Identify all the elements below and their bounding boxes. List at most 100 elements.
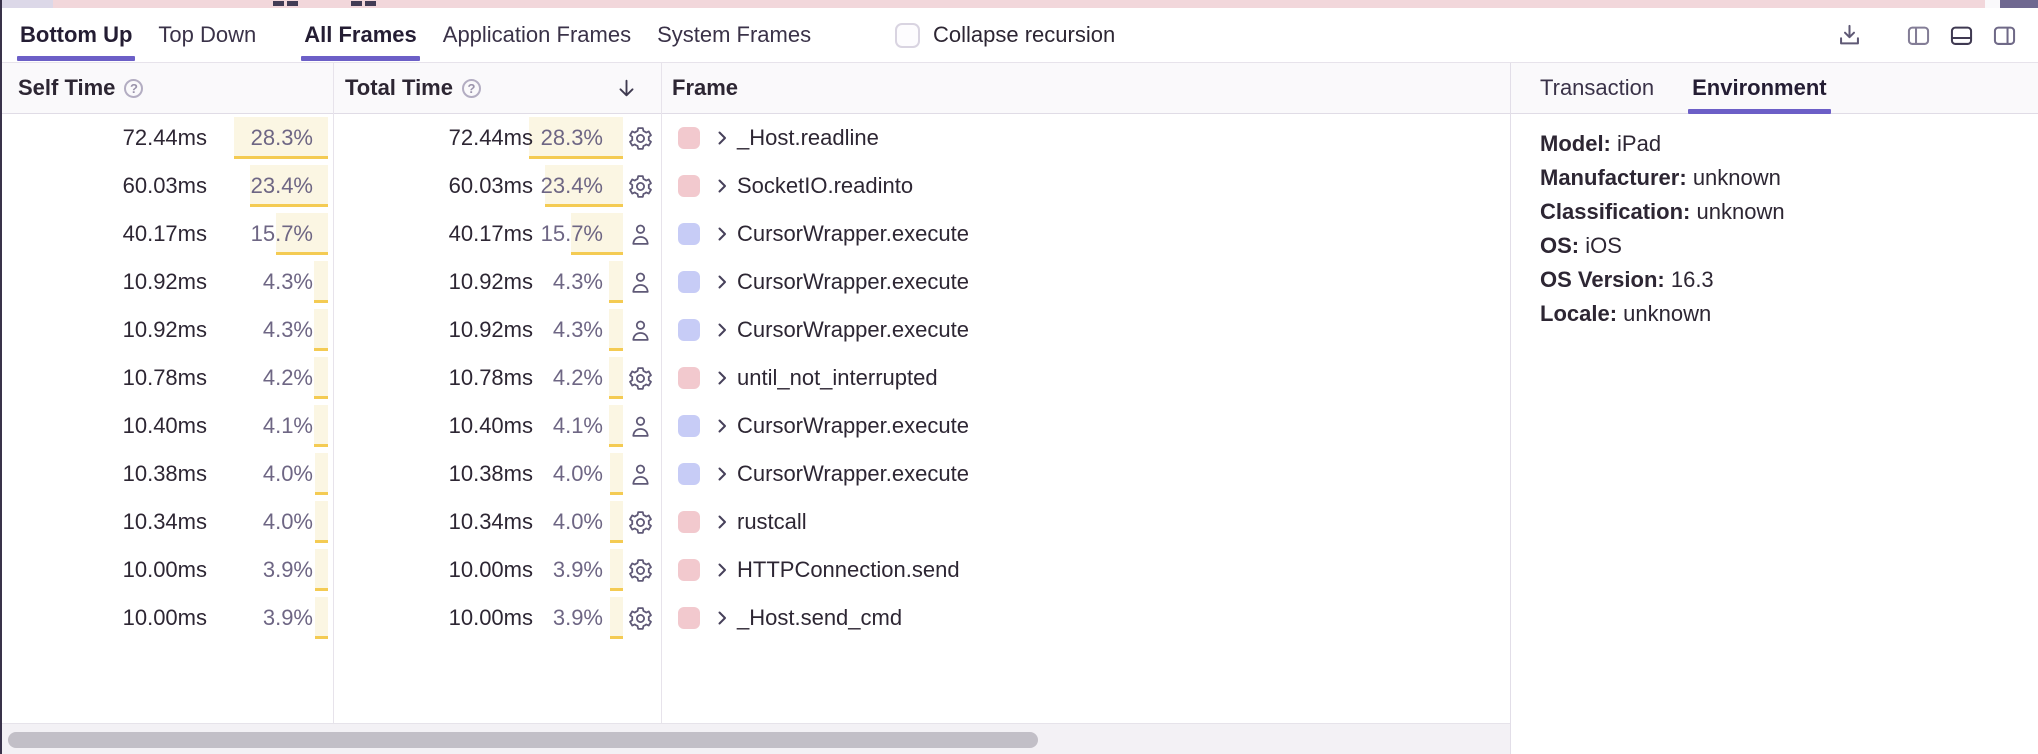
total-time-value: 10.00ms <box>448 557 533 582</box>
help-question-icon[interactable]: ? <box>124 78 144 98</box>
column-header-self-time[interactable]: Self Time ? <box>18 63 144 113</box>
expand-chevron-icon[interactable] <box>710 174 734 198</box>
environment-detail-line: OS Version: 16.3 <box>1540 263 2038 297</box>
expand-chevron-icon[interactable] <box>710 222 734 246</box>
self-time-value: 10.92ms <box>122 317 207 342</box>
panel-divider <box>1510 63 1511 754</box>
panel-tab-label: Environment <box>1692 75 1827 100</box>
total-time-value: 10.38ms <box>448 461 533 486</box>
layout-left-panel-icon[interactable] <box>1905 22 1932 49</box>
frame-name: until_not_interrupted <box>737 365 938 390</box>
table-row[interactable]: 10.34ms 4.0% 10.34ms 4.0% rustcall <box>0 498 1510 546</box>
view-tabs: Bottom Up Top Down All Frames Application F… <box>16 8 837 62</box>
tab-top-down[interactable]: Top Down <box>158 8 256 62</box>
table-header: Self Time ? Total Time ? Frame <box>0 63 1510 114</box>
column-header-frame[interactable]: Frame <box>672 63 738 113</box>
table-row[interactable]: 10.38ms 4.0% 10.38ms 4.0% CursorWrapper.… <box>0 450 1510 498</box>
profiler-tabs-bar: Bottom Up Top Down All Frames Application F… <box>0 8 2038 63</box>
panel-tab-environment[interactable]: Environment <box>1688 63 1832 114</box>
total-time-percent: 4.2% <box>552 365 603 390</box>
help-question-icon[interactable]: ? <box>461 78 481 98</box>
minimap-frame-mark <box>365 1 376 6</box>
collapse-recursion-label: Collapse recursion <box>933 22 1116 47</box>
self-time-percent-bar <box>314 309 328 351</box>
table-row[interactable]: 10.40ms 4.1% 10.40ms 4.1% CursorWrapper.… <box>0 402 1510 450</box>
collapse-recursion-checkbox[interactable] <box>895 22 920 48</box>
expand-chevron-icon[interactable] <box>710 126 734 150</box>
expand-chevron-icon[interactable] <box>710 270 734 294</box>
total-time-percent: 4.0% <box>552 509 603 534</box>
self-time-percent: 23.4% <box>250 173 313 198</box>
detail-value: 16.3 <box>1670 267 1714 292</box>
expand-chevron-icon[interactable] <box>710 510 734 534</box>
self-time-percent: 4.3% <box>262 317 313 342</box>
minimap-frame-mark <box>287 1 298 6</box>
minimap-segment <box>1985 0 2000 8</box>
expand-chevron-icon[interactable] <box>710 318 734 342</box>
expand-chevron-icon[interactable] <box>710 606 734 630</box>
layout-bottom-panel-icon[interactable] <box>1948 22 1975 49</box>
self-time-value: 72.44ms <box>122 125 207 150</box>
expand-chevron-icon[interactable] <box>710 366 734 390</box>
table-row[interactable]: 10.92ms 4.3% 10.92ms 4.3% CursorWrapper.… <box>0 258 1510 306</box>
total-time-percent-bar <box>610 501 623 543</box>
column-divider <box>333 63 334 723</box>
frame-name: rustcall <box>737 509 807 534</box>
gear-icon <box>627 365 654 392</box>
tab-application-frames[interactable]: Application Frames <box>443 8 631 62</box>
horizontal-scrollbar-track[interactable] <box>0 723 1510 754</box>
person-icon <box>627 221 654 248</box>
table-row[interactable]: 10.78ms 4.2% 10.78ms 4.2% until_not_inte… <box>0 354 1510 402</box>
table-row[interactable]: 40.17ms 15.7% 40.17ms 15.7% CursorWrappe… <box>0 210 1510 258</box>
column-divider <box>661 63 662 723</box>
table-row[interactable]: 10.00ms 3.9% 10.00ms 3.9% HTTPConnection… <box>0 546 1510 594</box>
self-time-percent-bar <box>250 165 328 207</box>
total-time-value: 10.00ms <box>448 605 533 630</box>
tab-system-frames[interactable]: System Frames <box>657 8 811 62</box>
panel-tab-transaction[interactable]: Transaction <box>1540 63 1654 114</box>
gear-icon <box>627 125 654 152</box>
tab-bottom-up[interactable]: Bottom Up <box>16 8 136 62</box>
person-icon <box>627 461 654 488</box>
self-time-percent-bar <box>314 357 328 399</box>
detail-value: unknown <box>1692 165 1781 190</box>
frame-color-chip <box>678 367 700 389</box>
tab-label: System Frames <box>657 22 812 47</box>
detail-value: unknown <box>1696 199 1785 224</box>
self-time-percent: 4.1% <box>262 413 313 438</box>
self-time-value: 10.78ms <box>122 365 207 390</box>
download-icon[interactable] <box>1836 22 1863 49</box>
table-row[interactable]: 60.03ms 23.4% 60.03ms 23.4% SocketIO.rea… <box>0 162 1510 210</box>
environment-detail-line: OS: iOS <box>1540 229 2038 263</box>
expand-chevron-icon[interactable] <box>710 414 734 438</box>
table-row[interactable]: 72.44ms 28.3% 72.44ms 28.3% _Host.readli… <box>0 114 1510 162</box>
flamegraph-minimap-strip[interactable] <box>0 0 2038 8</box>
frame-color-chip <box>678 127 700 149</box>
self-time-percent-bar <box>234 117 328 159</box>
minimap-frame-mark <box>273 1 284 6</box>
total-time-percent-bar <box>529 117 623 159</box>
tab-label: Top Down <box>158 22 257 47</box>
detail-label: Locale: <box>1540 301 1618 326</box>
self-time-percent-bar <box>315 549 328 591</box>
horizontal-scrollbar-thumb[interactable] <box>8 732 1038 748</box>
self-time-percent: 28.3% <box>250 125 313 150</box>
column-header-total-time[interactable]: Total Time ? <box>345 63 481 113</box>
detail-label: OS: <box>1540 233 1580 258</box>
tab-all-frames[interactable]: All Frames <box>301 8 420 62</box>
sort-descending-arrow-icon[interactable] <box>614 76 639 101</box>
environment-detail-line: Locale: unknown <box>1540 297 2038 331</box>
total-time-percent-bar <box>571 213 623 255</box>
total-time-value: 72.44ms <box>448 125 533 150</box>
detail-label: Model: <box>1540 131 1611 156</box>
expand-chevron-icon[interactable] <box>710 558 734 582</box>
self-time-percent-bar <box>276 213 328 255</box>
table-row[interactable]: 10.00ms 3.9% 10.00ms 3.9% _Host.send_cmd <box>0 594 1510 642</box>
minimap-view-indicator <box>2000 0 2038 8</box>
table-row[interactable]: 10.92ms 4.3% 10.92ms 4.3% CursorWrapper.… <box>0 306 1510 354</box>
total-time-percent-bar <box>609 357 623 399</box>
frame-color-chip <box>678 175 700 197</box>
expand-chevron-icon[interactable] <box>710 462 734 486</box>
layout-right-panel-icon[interactable] <box>1991 22 2018 49</box>
